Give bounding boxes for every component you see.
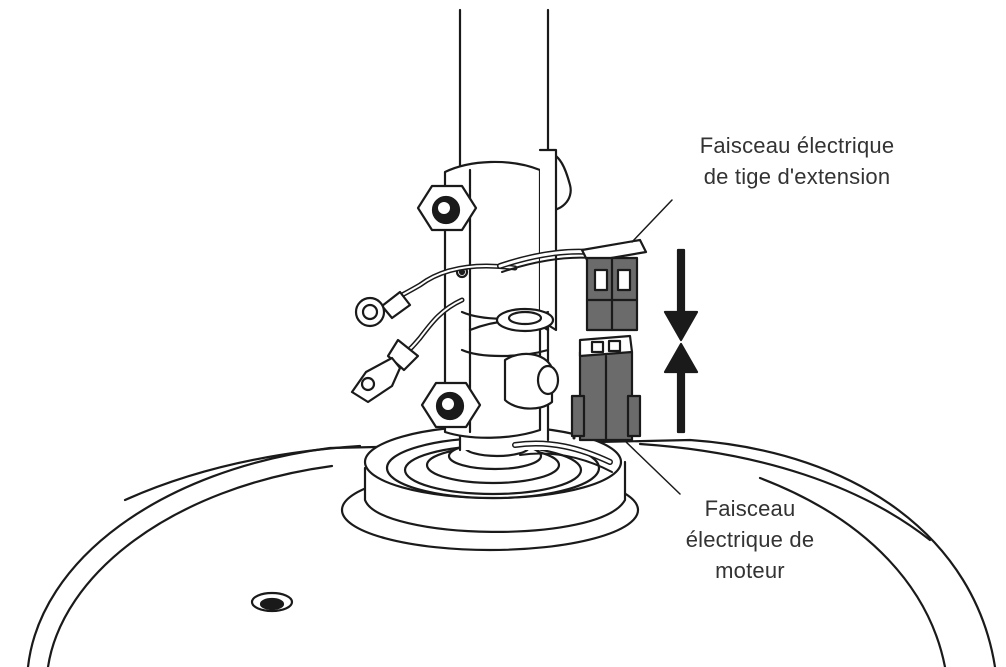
housing-screw-hole (250, 591, 294, 613)
motor-harness-label-line3: moteur (715, 558, 785, 583)
upper-hex-nut (416, 184, 478, 232)
extension-harness-leader (631, 199, 673, 243)
lower-bracket-boss (503, 352, 560, 410)
motor-harness-connector (570, 334, 642, 442)
collar-base (340, 424, 640, 552)
motor-harness-label-line1: Faisceau (704, 496, 796, 521)
arrow-down-icon (663, 248, 699, 342)
motor-harness-leader (623, 439, 681, 495)
extension-harness-label: Faisceau électrique de tige d'extension (662, 130, 932, 192)
ring-terminal-wire (354, 263, 518, 328)
lower-hex-nut (420, 381, 482, 429)
extension-harness-label-line2: de tige d'extension (703, 164, 891, 189)
extension-harness-label-line1: Faisceau électrique (699, 133, 895, 158)
motor-harness-label-line2: électrique de (685, 527, 815, 552)
leader-lines (623, 199, 681, 495)
extension-harness-connector (580, 238, 648, 332)
connect-arrows (663, 248, 699, 434)
motor-harness-label: Faisceau électrique de moteur (636, 493, 864, 586)
spade-terminal-wire (350, 297, 465, 404)
arrow-up-icon (663, 342, 699, 434)
extension-harness-wires (497, 248, 593, 273)
